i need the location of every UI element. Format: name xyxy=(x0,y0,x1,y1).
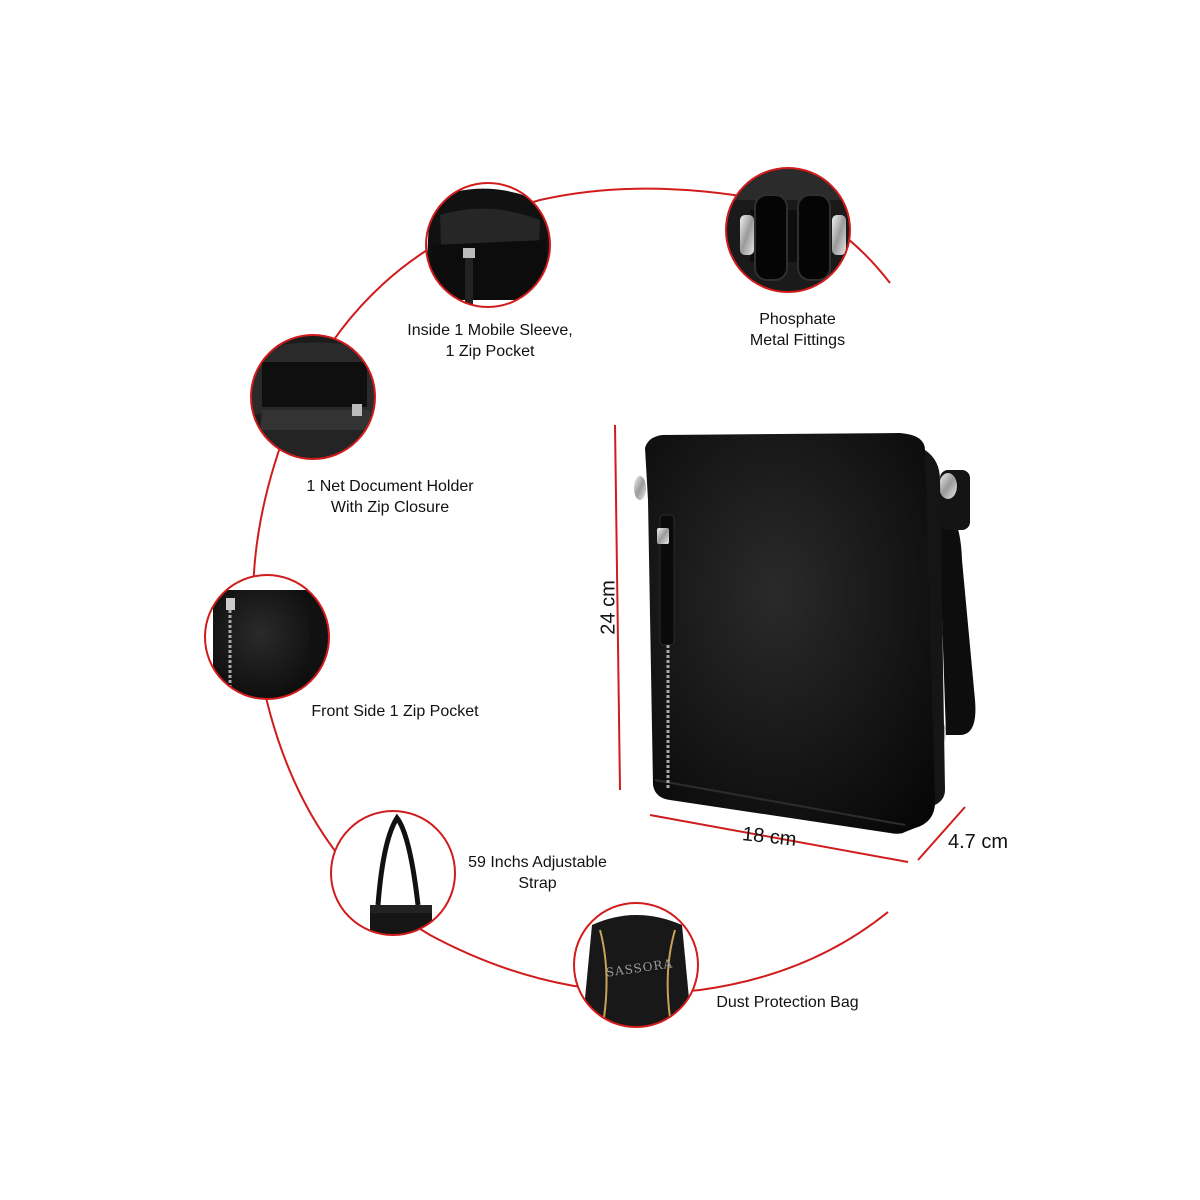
zip-pocket-icon xyxy=(425,182,551,308)
mobile-sleeve-line2: 1 Zip Pocket xyxy=(445,343,535,360)
front-zip-icon xyxy=(204,574,330,700)
depth-dimension-line xyxy=(917,806,966,861)
dust-bag-line1: Dust Protection Bag xyxy=(716,994,859,1011)
depth-dimension-label: 4.7 cm xyxy=(948,831,1009,853)
strap-icon xyxy=(330,810,456,936)
dust-bag-icon: SASSORA xyxy=(573,902,699,1028)
metal-ring-icon xyxy=(725,167,851,293)
fittings-line1: Phosphate xyxy=(759,311,836,328)
document-holder-line2: With Zip Closure xyxy=(330,499,450,516)
document-holder-line1: 1 Net Document Holder xyxy=(306,478,474,495)
net-holder-icon xyxy=(250,334,376,460)
height-dimension-line xyxy=(614,424,621,791)
main-bag-image xyxy=(634,433,976,834)
dust-bag-label: Dust Protection Bag xyxy=(700,992,875,1013)
strap-label: 59 Inchs Adjustable Strap xyxy=(445,852,630,894)
height-dimension-label: 24 cm xyxy=(597,580,620,635)
fittings-line2: Metal Fittings xyxy=(749,332,846,349)
mobile-sleeve-line1: Inside 1 Mobile Sleeve, xyxy=(407,322,573,339)
width-dimension-line xyxy=(649,814,909,863)
fittings-label: Phosphate Metal Fittings xyxy=(700,309,895,351)
front-pocket-line1: Front Side 1 Zip Pocket xyxy=(311,703,479,720)
document-holder-label: 1 Net Document Holder With Zip Closure xyxy=(280,476,500,518)
strap-line2: Strap xyxy=(518,875,557,892)
mobile-sleeve-label: Inside 1 Mobile Sleeve, 1 Zip Pocket xyxy=(385,320,595,362)
front-pocket-label: Front Side 1 Zip Pocket xyxy=(290,701,500,722)
strap-line1: 59 Inchs Adjustable xyxy=(468,854,607,871)
